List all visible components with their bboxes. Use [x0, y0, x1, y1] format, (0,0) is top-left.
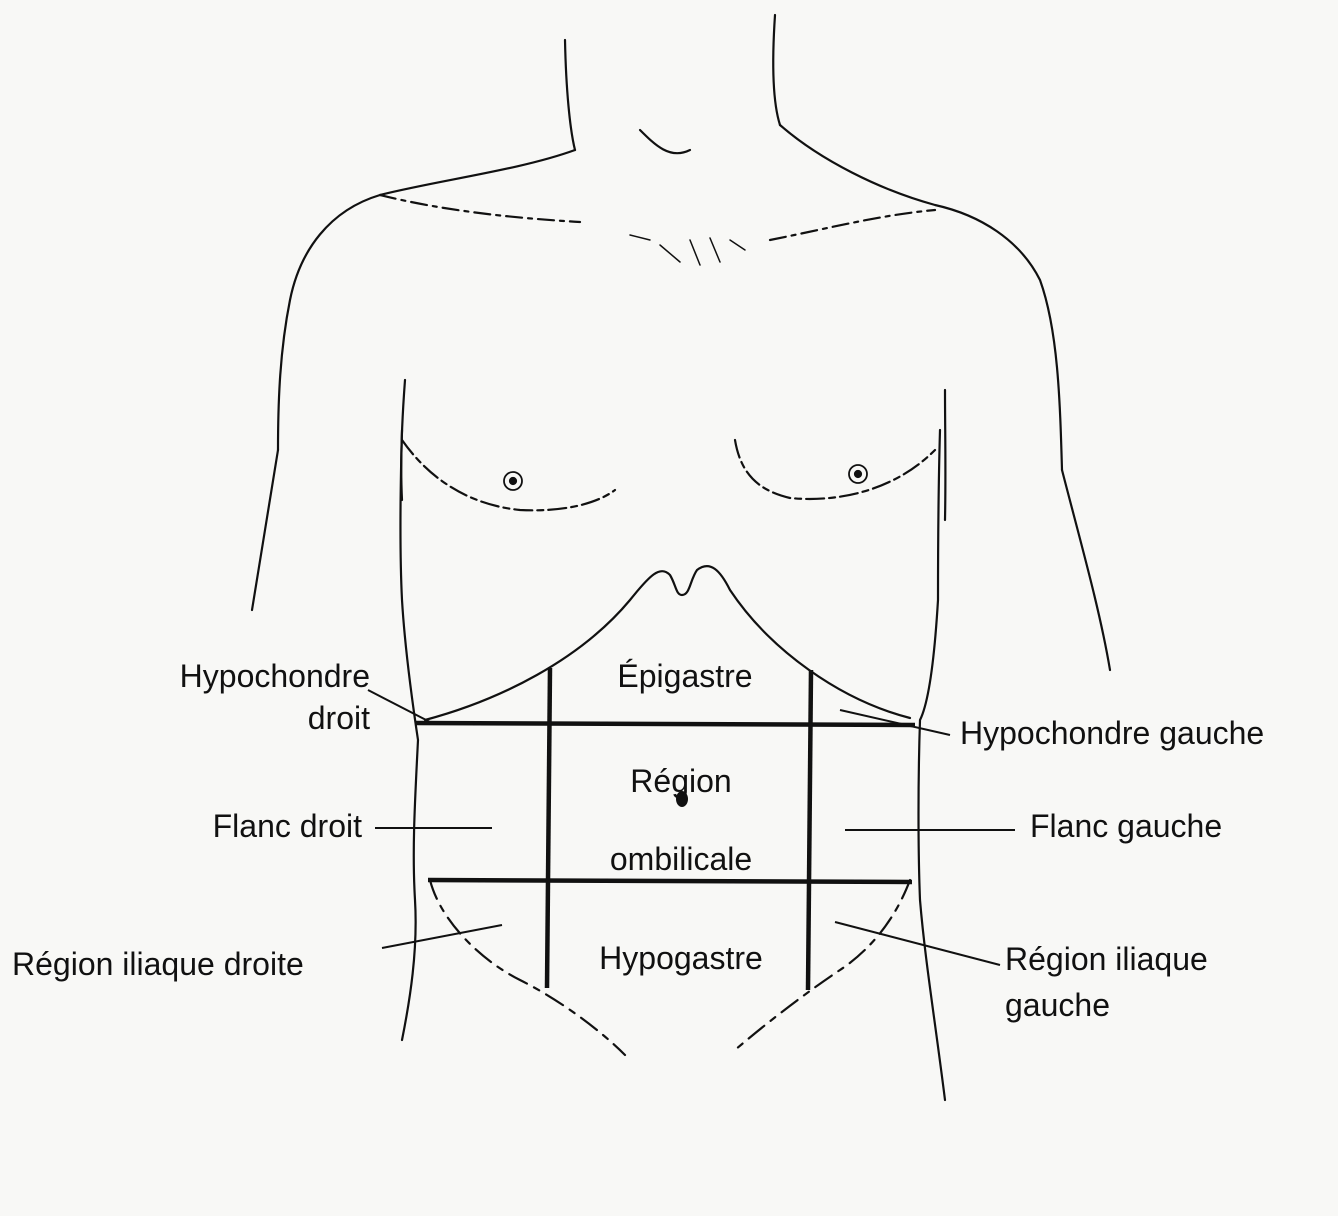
left-torso-side [401, 430, 419, 1040]
label-region-ombilicale-line1: Région [555, 742, 807, 820]
label-flanc-gauche: Flanc gauche [1030, 806, 1222, 848]
leader-iliaque-gauche [835, 922, 1000, 965]
right-arm-outer [1062, 470, 1110, 670]
grid-right-vertical [808, 670, 811, 990]
label-hypochondre-gauche: Hypochondre gauche [960, 713, 1264, 755]
label-region-iliaque-gauche-line1: Région iliaque [1005, 936, 1208, 982]
right-torso-side [919, 430, 946, 1100]
label-region-iliaque-gauche: Région iliaque gauche [1005, 936, 1208, 1028]
label-region-iliaque-gauche-line2: gauche [1005, 982, 1208, 1028]
grid-upper-horizontal [415, 723, 915, 725]
label-hypogastre: Hypogastre [555, 938, 807, 980]
left-pectoral [402, 440, 615, 510]
label-hypochondre-droit-line1: Hypochondre [120, 656, 370, 698]
label-region-ombilicale-line2: ombilicale [555, 820, 807, 898]
neck-right-outline [773, 15, 780, 125]
label-region-ombilicale: Région ombilicale [555, 742, 807, 898]
left-arm-outer [252, 450, 278, 610]
right-shoulder-outline [780, 125, 1062, 470]
right-clavicle [770, 210, 935, 240]
label-epigastre: Épigastre [560, 656, 810, 698]
leader-iliaque-droite [382, 925, 502, 948]
neck-notch [640, 130, 690, 153]
left-shoulder-outline [278, 150, 575, 450]
left-clavicle [380, 195, 580, 222]
neck-left-outline [565, 40, 575, 150]
label-region-iliaque-droite: Région iliaque droite [12, 944, 304, 986]
leader-hypochondre-droit [368, 690, 430, 722]
label-hypochondre-droit: Hypochondre droit [120, 656, 370, 739]
right-pectoral [735, 440, 935, 499]
sternal-marks [630, 235, 745, 265]
right-nipple-center [855, 471, 861, 477]
grid-left-vertical [547, 668, 550, 988]
label-flanc-droit: Flanc droit [120, 806, 362, 848]
left-nipple-center [510, 478, 516, 484]
label-hypochondre-droit-line2: droit [120, 698, 370, 740]
